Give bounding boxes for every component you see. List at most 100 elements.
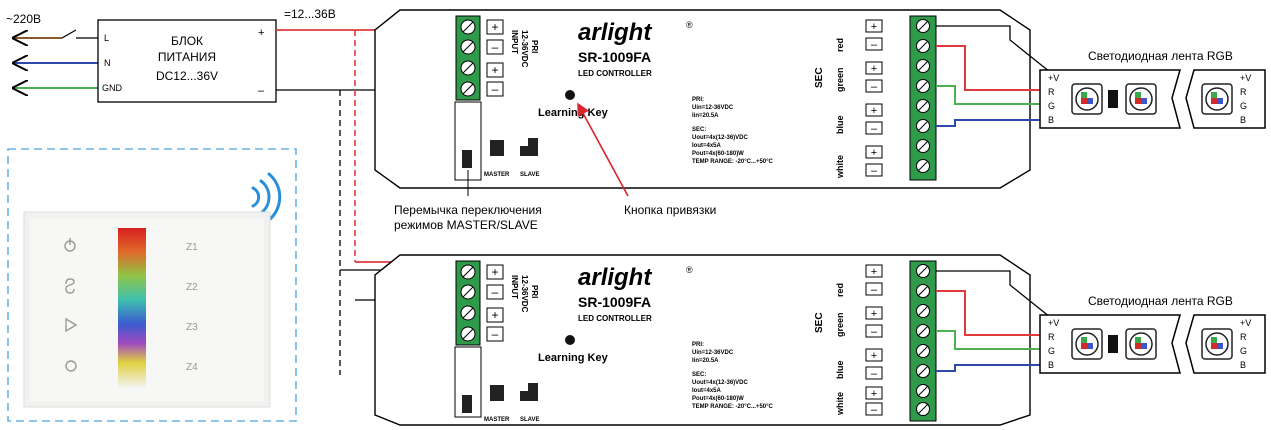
channel-white: white — [835, 155, 845, 179]
learning-key-button[interactable] — [565, 90, 575, 100]
svg-text:+: + — [871, 308, 877, 320]
svg-text:green: green — [835, 312, 845, 337]
svg-text:PRI:: PRI: — [692, 342, 704, 348]
jumper[interactable] — [462, 150, 472, 168]
sec-vertical: SEC — [814, 67, 825, 88]
svg-text:LED CONTROLLER: LED CONTROLLER — [578, 314, 652, 323]
s-icon[interactable] — [65, 278, 75, 294]
jumper-2[interactable] — [462, 395, 472, 413]
led-chip — [1071, 83, 1103, 115]
svg-text:+: + — [491, 265, 498, 279]
svg-text:Светодиодная лента RGB: Светодиодная лента RGB — [1088, 294, 1233, 308]
svg-text:R: R — [1048, 332, 1055, 342]
svg-text:white: white — [835, 392, 845, 416]
channel-red: red — [835, 38, 845, 52]
svg-text:–: – — [492, 82, 499, 96]
model-name: SR-1009FA — [578, 49, 651, 65]
svg-text:Uout=4x(12-36)VDC: Uout=4x(12-36)VDC — [692, 380, 749, 386]
svg-text:PRI: PRI — [530, 285, 539, 298]
svg-text:G: G — [1048, 101, 1055, 111]
wifi-icon — [251, 172, 282, 222]
svg-text:+: + — [871, 21, 877, 33]
input-range: 12-36VDC — [520, 30, 529, 68]
svg-text:+: + — [871, 266, 877, 278]
svg-text:arlight: arlight — [578, 264, 652, 291]
psu-title-2: ПИТАНИЯ — [158, 50, 216, 64]
power-supply-block: L N GND БЛОК ПИТАНИЯ DC12...36V + – — [97, 19, 277, 103]
svg-text:B: B — [1240, 115, 1246, 125]
svg-text:R: R — [1240, 87, 1247, 97]
svg-text:Uout=4x(12-36)VDC: Uout=4x(12-36)VDC — [692, 135, 749, 141]
master-switch-2[interactable] — [490, 385, 504, 401]
strip-title-1: Светодиодная лента RGB — [1088, 49, 1233, 63]
svg-text:+: + — [871, 105, 877, 117]
jumper-housing — [454, 101, 482, 181]
svg-text:Iin=20.5A: Iin=20.5A — [692, 113, 719, 119]
svg-text:G: G — [1240, 346, 1247, 356]
svg-text:B: B — [1048, 115, 1054, 125]
svg-text:–: – — [871, 81, 878, 93]
pri-vertical: PRI — [530, 40, 539, 53]
svg-text:–: – — [492, 327, 499, 341]
svg-text:Iout=4x5A: Iout=4x5A — [692, 388, 722, 394]
svg-text:+: + — [871, 147, 877, 159]
slave-switch-2[interactable] — [520, 383, 538, 401]
psu-pin-N: N — [104, 58, 111, 68]
svg-text:®: ® — [686, 265, 693, 275]
controller-2: + – + – INPUT 12-36VDC PRI MASTER SLAVE … — [374, 254, 1061, 426]
led-chip — [1125, 83, 1157, 115]
svg-text:TEMP RANGE: -20°C...+50°C: TEMP RANGE: -20°C...+50°C — [692, 159, 774, 165]
svg-text:–: – — [492, 40, 499, 54]
play-icon[interactable] — [65, 317, 78, 333]
psu-plus: + — [258, 27, 264, 39]
zone-2-button[interactable]: Z2 — [186, 282, 198, 293]
annotations: Перемычка переключения режимов MASTER/SL… — [394, 102, 716, 232]
svg-text:SEC: SEC — [814, 312, 825, 333]
svg-text:®: ® — [686, 20, 693, 30]
master-switch[interactable] — [490, 140, 504, 156]
svg-text:PRI:: PRI: — [692, 97, 704, 103]
svg-text:–: – — [871, 326, 878, 338]
svg-text:+: + — [871, 388, 877, 400]
svg-text:+: + — [491, 20, 498, 34]
svg-text:+: + — [871, 63, 877, 75]
svg-text:–: – — [871, 165, 878, 177]
svg-text:G: G — [1048, 346, 1055, 356]
remote-panel-frame — [7, 148, 297, 422]
color-slider[interactable] — [118, 228, 146, 388]
slave-label: SLAVE — [520, 172, 540, 178]
svg-text:–: – — [871, 123, 878, 135]
svg-text:Pout=4x(60-180)W: Pout=4x(60-180)W — [692, 151, 744, 157]
svg-text:Pout=4x(60-180)W: Pout=4x(60-180)W — [692, 396, 744, 402]
master-label: MASTER — [484, 172, 510, 178]
svg-text:R: R — [1240, 332, 1247, 342]
svg-text:–: – — [871, 284, 878, 296]
led-chip — [1201, 83, 1233, 115]
circle-icon[interactable] — [65, 360, 77, 372]
svg-text:SLAVE: SLAVE — [520, 417, 540, 423]
touch-remote: Z1 Z2 Z3 Z4 — [23, 211, 271, 408]
zone-3-button[interactable]: Z3 — [186, 322, 198, 333]
channel-blue: blue — [835, 115, 845, 134]
learning-key-button-2[interactable] — [565, 335, 575, 345]
svg-text:blue: blue — [835, 360, 845, 379]
zone-4-button[interactable]: Z4 — [186, 362, 198, 373]
psu-title-1: БЛОК — [171, 34, 203, 48]
svg-text:Iout=4x5A: Iout=4x5A — [692, 143, 722, 149]
mains-input: ~220В — [6, 12, 100, 88]
svg-text:–: – — [492, 285, 499, 299]
svg-text:+V: +V — [1240, 318, 1251, 328]
svg-text:+V: +V — [1048, 73, 1059, 83]
zone-1-button[interactable]: Z1 — [186, 242, 198, 253]
channel-green: green — [835, 67, 845, 92]
controller-1: + – + – INPUT 12-36VDC PRI MASTER SLAVE … — [374, 9, 1061, 189]
button-annotation: Кнопка привязки — [624, 203, 716, 217]
svg-text:Uin=12-36VDC: Uin=12-36VDC — [692, 350, 734, 356]
mains-voltage-label: ~220В — [6, 12, 41, 26]
brand-logo: arlight — [578, 19, 652, 46]
slave-switch[interactable] — [520, 138, 538, 156]
psu-pin-GND: GND — [102, 83, 123, 93]
svg-text:INPUT: INPUT — [510, 275, 519, 299]
psu-pin-L: L — [104, 33, 109, 43]
